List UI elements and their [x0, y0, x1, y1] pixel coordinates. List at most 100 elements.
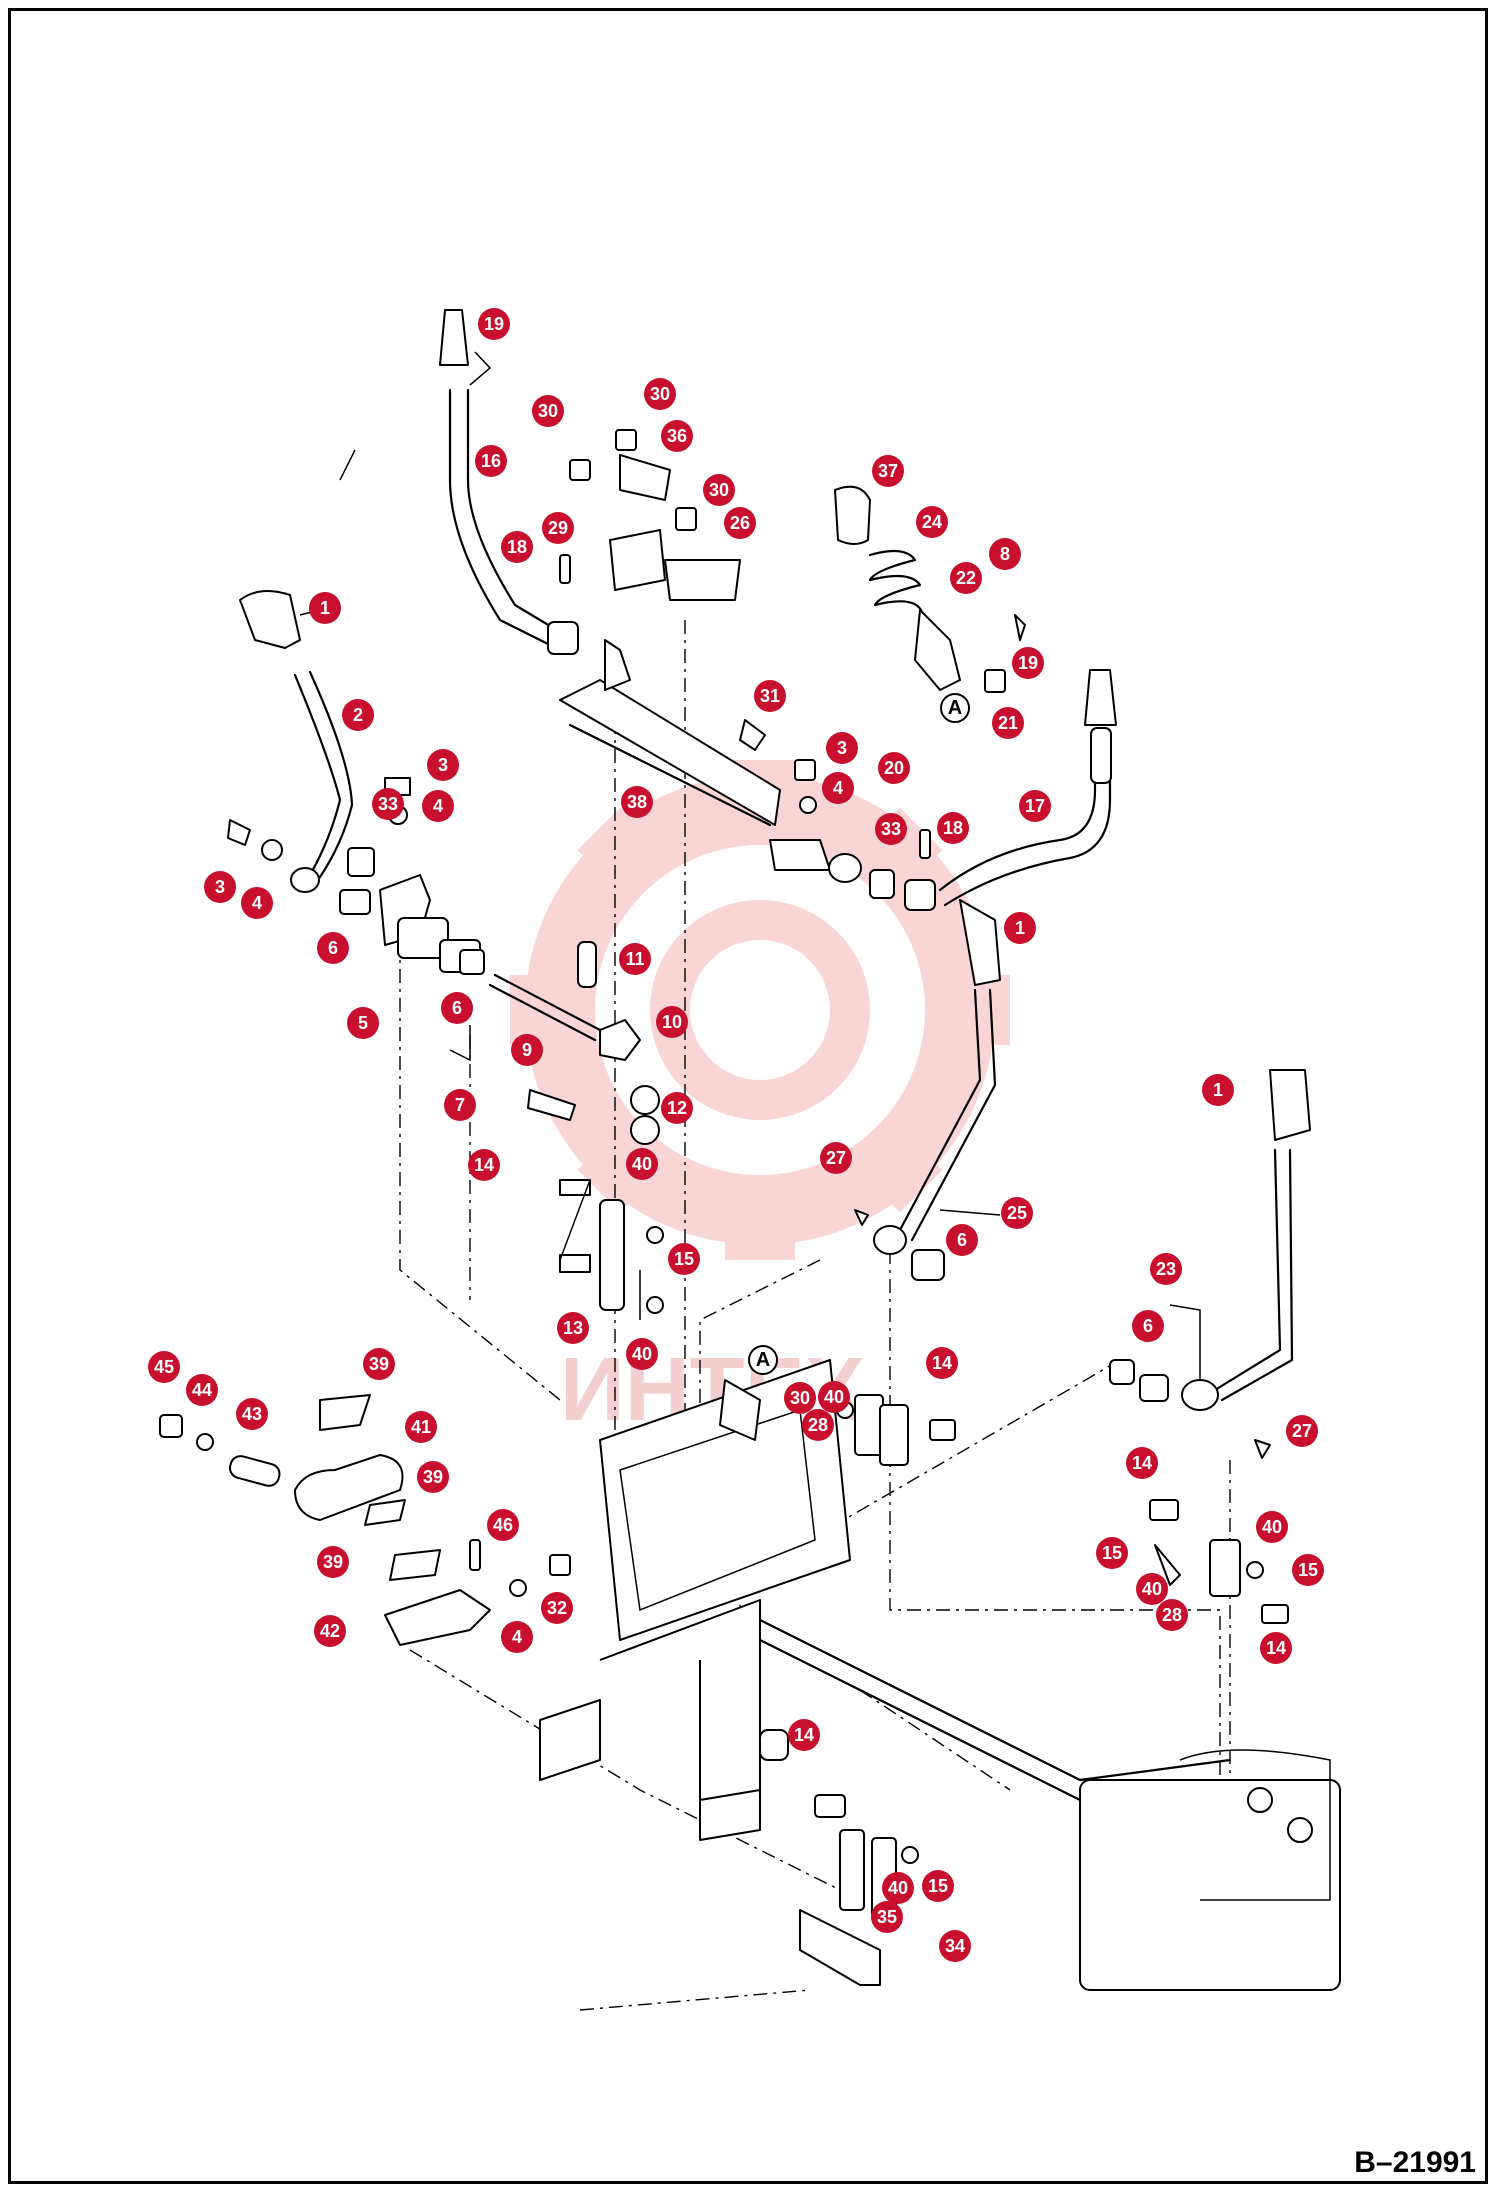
callout-balloon: 29: [542, 512, 574, 544]
svg-text:30: 30: [709, 480, 729, 500]
svg-text:12: 12: [667, 1098, 687, 1118]
svg-text:40: 40: [1262, 1517, 1282, 1537]
svg-text:30: 30: [650, 384, 670, 404]
callout-balloon: 40: [818, 1381, 850, 1413]
callout-balloon: 43: [236, 1398, 268, 1430]
svg-text:6: 6: [452, 998, 462, 1018]
callout-balloon: 12: [661, 1092, 693, 1124]
callout-balloon: 18: [501, 531, 533, 563]
callout-balloon: 46: [487, 1509, 519, 1541]
callout-balloon: 30: [644, 378, 676, 410]
svg-text:39: 39: [369, 1354, 389, 1374]
callout-balloon: 34: [939, 1930, 971, 1962]
svg-text:43: 43: [242, 1404, 262, 1424]
svg-text:10: 10: [662, 1012, 682, 1032]
svg-text:16: 16: [481, 451, 501, 471]
callout-balloon: 39: [317, 1546, 349, 1578]
svg-text:25: 25: [1007, 1203, 1027, 1223]
middle-right-levers: [854, 899, 1311, 1624]
svg-text:46: 46: [493, 1515, 513, 1535]
callout-balloon: 15: [668, 1243, 700, 1275]
reference-mark-a-lower: A: [748, 1345, 778, 1375]
callout-balloon: 28: [1156, 1599, 1188, 1631]
svg-text:37: 37: [878, 461, 898, 481]
callout-balloon: 6: [946, 1224, 978, 1256]
callout-balloon: 11: [619, 943, 651, 975]
svg-text:20: 20: [884, 758, 904, 778]
callout-balloon: 21: [992, 707, 1024, 739]
svg-text:18: 18: [943, 818, 963, 838]
callout-balloon: 3: [427, 749, 459, 781]
callout-balloon: 4: [241, 887, 273, 919]
callout-balloon: 19: [1012, 647, 1044, 679]
svg-text:40: 40: [888, 1878, 908, 1898]
left-control-lever: [227, 590, 664, 1314]
svg-text:18: 18: [507, 537, 527, 557]
svg-text:19: 19: [1018, 653, 1038, 673]
callout-balloon: 28: [802, 1409, 834, 1441]
svg-text:28: 28: [1162, 1605, 1182, 1625]
svg-text:23: 23: [1156, 1259, 1176, 1279]
svg-text:1: 1: [320, 598, 330, 618]
svg-text:1: 1: [1213, 1080, 1223, 1100]
svg-text:21: 21: [998, 713, 1018, 733]
svg-text:40: 40: [632, 1344, 652, 1364]
svg-text:15: 15: [674, 1249, 694, 1269]
callout-balloon: 1: [1202, 1074, 1234, 1106]
callout-balloon: 39: [417, 1461, 449, 1493]
callout-balloon: 14: [926, 1347, 958, 1379]
callout-balloon: 8: [989, 538, 1021, 570]
svg-text:11: 11: [625, 949, 644, 969]
callout-balloon: 40: [626, 1148, 658, 1180]
callout-balloon: 23: [1150, 1253, 1182, 1285]
callout-balloon: 13: [557, 1312, 589, 1344]
svg-text:35: 35: [877, 1907, 897, 1927]
callout-balloon: 18: [937, 812, 969, 844]
callout-balloon: 6: [317, 932, 349, 964]
svg-text:31: 31: [760, 686, 780, 706]
svg-text:6: 6: [957, 1230, 967, 1250]
leader-lines: [299, 351, 1201, 1380]
callout-balloon: 4: [822, 772, 854, 804]
callout-balloon: 9: [511, 1034, 543, 1066]
svg-text:27: 27: [826, 1148, 846, 1168]
callout-balloon: 40: [1256, 1511, 1288, 1543]
svg-text:9: 9: [522, 1040, 532, 1060]
svg-text:17: 17: [1025, 796, 1045, 816]
callout-balloon: 14: [1126, 1447, 1158, 1479]
svg-text:44: 44: [192, 1380, 212, 1400]
svg-text:15: 15: [928, 1876, 948, 1896]
callout-balloon: 7: [444, 1089, 476, 1121]
svg-text:40: 40: [824, 1387, 844, 1407]
callout-balloon: 15: [922, 1870, 954, 1902]
callout-balloon: 39: [363, 1348, 395, 1380]
callout-balloon: 40: [882, 1872, 914, 1904]
callout-balloon: 36: [661, 420, 693, 452]
callout-balloon: 40: [626, 1338, 658, 1370]
svg-text:3: 3: [837, 738, 847, 758]
callout-balloon: 24: [916, 506, 948, 538]
drawing-frame: [8, 8, 1488, 2184]
svg-text:5: 5: [358, 1013, 368, 1033]
callout-balloon: 33: [372, 788, 404, 820]
callout-balloon: 6: [1132, 1310, 1164, 1342]
svg-text:26: 26: [730, 513, 750, 533]
callout-balloon: 30: [532, 395, 564, 427]
callout-balloon: 1: [309, 592, 341, 624]
callout-balloon: 6: [441, 992, 473, 1024]
svg-text:41: 41: [411, 1417, 431, 1437]
svg-text:27: 27: [1292, 1421, 1312, 1441]
svg-text:39: 39: [423, 1467, 443, 1487]
svg-text:7: 7: [455, 1095, 465, 1115]
svg-text:2: 2: [353, 705, 363, 725]
svg-text:14: 14: [794, 1725, 814, 1745]
svg-text:4: 4: [252, 893, 262, 913]
svg-text:40: 40: [1142, 1579, 1162, 1599]
svg-text:22: 22: [956, 568, 976, 588]
callout-balloon: 33: [875, 813, 907, 845]
callout-balloon: 41: [405, 1411, 437, 1443]
callout-balloon: 14: [1260, 1632, 1292, 1664]
callout-balloon: 15: [1096, 1537, 1128, 1569]
callout-balloon: 22: [950, 562, 982, 594]
callout-balloon: 10: [656, 1006, 688, 1038]
